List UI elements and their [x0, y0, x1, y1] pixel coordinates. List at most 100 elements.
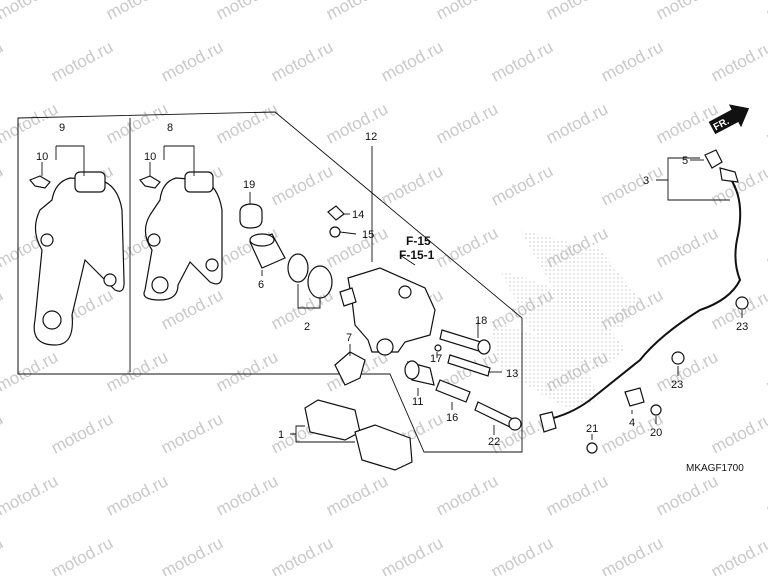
- wing-logo: [490, 230, 640, 410]
- boot-19: [239, 203, 263, 229]
- watermark-text: motod.ru: [103, 471, 171, 519]
- watermark-text: motod.ru: [213, 347, 281, 395]
- watermark-text: motod.ru: [0, 347, 61, 395]
- caliper-body-12: [339, 267, 436, 356]
- callout-numbers: 9 10 8 10 12 19 6 2 14 15 7 18 17 13 11 …: [36, 122, 748, 448]
- watermark-text: motod.ru: [268, 161, 336, 209]
- watermark-text: motod.ru: [763, 223, 768, 271]
- pin-16: [435, 379, 471, 403]
- watermark-text: motod.ru: [158, 37, 226, 85]
- callout-22: 22: [488, 436, 500, 448]
- watermark-text: motod.ru: [48, 409, 116, 457]
- watermark-text: motod.ru: [543, 99, 611, 147]
- watermark-text: motod.ru: [653, 471, 721, 519]
- bolts-20-21-23: [586, 296, 749, 454]
- watermark-text: motod.ru: [103, 99, 171, 147]
- watermark-text: motod.ru: [0, 37, 6, 85]
- watermark-text: motod.ru: [653, 223, 721, 271]
- brake-pads-1: [304, 399, 413, 471]
- watermark-text: motod.ru: [708, 37, 768, 85]
- watermark-text: motod.ru: [0, 161, 6, 209]
- watermark-text: motod.ru: [708, 161, 768, 209]
- watermark-text: motod.ru: [213, 0, 281, 24]
- watermark-text: motod.ru: [598, 161, 666, 209]
- pad-spring-7: [334, 351, 366, 386]
- watermark-text: motod.ru: [0, 533, 6, 576]
- wheel-speed-sensor-3: [539, 149, 742, 433]
- callout-15: 15: [362, 229, 374, 241]
- callout-10-right: 10: [144, 151, 156, 163]
- watermark-text: motod.ru: [268, 37, 336, 85]
- watermark-text: motod.ru: [763, 347, 768, 395]
- watermark-text: motod.ru: [433, 223, 501, 271]
- callout-16: 16: [446, 412, 458, 424]
- callout-21: 21: [586, 423, 598, 435]
- watermark-text: motod.ru: [0, 0, 61, 24]
- assembly-frame: [17, 111, 523, 453]
- callout-9: 9: [59, 122, 65, 134]
- callout-23-upper: 23: [736, 321, 748, 333]
- callout-4: 4: [629, 417, 635, 429]
- watermark-text: motod.ru: [488, 533, 556, 576]
- watermark-text: motod.ru: [268, 285, 336, 333]
- leader-lines: [41, 145, 743, 443]
- watermark-text: motod.ru: [48, 533, 116, 576]
- watermark-text: motod.ru: [433, 0, 501, 24]
- watermark-text: motod.ru: [323, 0, 391, 24]
- watermark-text: motod.ru: [543, 471, 611, 519]
- watermark-text: motod.ru: [653, 0, 721, 24]
- callout-10-left: 10: [36, 151, 48, 163]
- watermark-text: motod.ru: [0, 285, 6, 333]
- callout-14: 14: [352, 209, 364, 221]
- watermark-text: motod.ru: [0, 409, 6, 457]
- watermark-text: motod.ru: [323, 99, 391, 147]
- callout-11: 11: [412, 396, 423, 408]
- callout-7: 7: [346, 332, 352, 344]
- watermark-text: motod.ru: [378, 37, 446, 85]
- watermark-text: motod.ru: [323, 471, 391, 519]
- reference-f15: F-15: [406, 234, 431, 248]
- diagram-code: MKAGF1700: [686, 463, 744, 474]
- watermark-text: motod.ru: [763, 471, 768, 519]
- watermark-text: motod.ru: [0, 99, 61, 147]
- watermark-text: motod.ru: [653, 347, 721, 395]
- callout-18: 18: [475, 315, 487, 327]
- watermark-text: motod.ru: [598, 37, 666, 85]
- bolt-22: [474, 401, 522, 431]
- watermark-text: motod.ru: [378, 161, 446, 209]
- watermark-text: motod.ru: [708, 409, 768, 457]
- watermark-text: motod.ru: [433, 471, 501, 519]
- watermark-text: motod.ru: [0, 471, 61, 519]
- callout-6: 6: [258, 279, 264, 291]
- watermark-text: motod.ru: [213, 99, 281, 147]
- watermark-text: motod.ru: [48, 37, 116, 85]
- callout-5: 5: [682, 155, 688, 167]
- callout-3: 3: [643, 175, 649, 187]
- watermark-text: motod.ru: [763, 0, 768, 24]
- piston-6: [249, 233, 286, 269]
- callout-20: 20: [650, 427, 662, 439]
- watermark-text: motod.ru: [763, 99, 768, 147]
- watermark-text: motod.ru: [103, 0, 171, 24]
- watermark-text: motod.ru: [158, 409, 226, 457]
- watermark-text: motod.ru: [433, 99, 501, 147]
- callout-17: 17: [430, 353, 442, 365]
- watermark-text: motod.ru: [268, 533, 336, 576]
- callout-12: 12: [365, 131, 377, 143]
- watermark-text: motod.ru: [598, 533, 666, 576]
- caliper-bracket-9: [29, 171, 125, 346]
- watermark-text: motod.ru: [158, 533, 226, 576]
- callout-2: 2: [304, 321, 310, 333]
- bushing-11: [404, 360, 435, 386]
- callout-23-lower: 23: [671, 379, 683, 391]
- callout-13: 13: [506, 368, 518, 380]
- callout-1: 1: [278, 429, 284, 441]
- watermark-text: motod.ru: [488, 37, 556, 85]
- watermark-text: motod.ru: [708, 533, 768, 576]
- watermark-text: motod.ru: [378, 533, 446, 576]
- caliper-bracket-8: [139, 171, 223, 301]
- callout-8: 8: [167, 122, 173, 134]
- reference-f15-1: F-15-1: [399, 248, 435, 262]
